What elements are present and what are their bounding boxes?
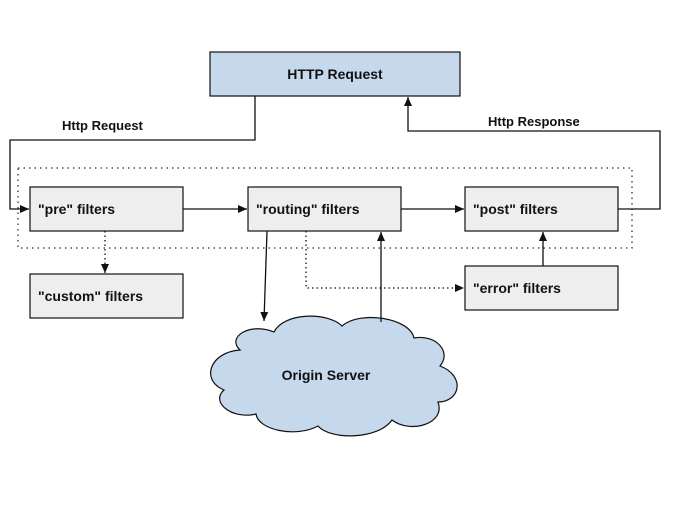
origin-server-cloud: Origin Server bbox=[210, 315, 458, 437]
pre-filters-node: "pre" filters bbox=[29, 186, 184, 232]
custom-filters-label: "custom" filters bbox=[38, 288, 143, 304]
origin-server-label: Origin Server bbox=[282, 367, 371, 383]
edge-routing-to-origin bbox=[260, 230, 269, 322]
edge-request-label: Http Request bbox=[62, 118, 144, 133]
post-filters-node: "post" filters bbox=[464, 186, 619, 232]
custom-filters-node: "custom" filters bbox=[29, 273, 184, 319]
edge-post-to-response bbox=[404, 97, 661, 210]
http-request-node: HTTP Request bbox=[209, 51, 461, 97]
routing-filters-node: "routing" filters bbox=[247, 186, 402, 232]
error-filters-node: "error" filters bbox=[464, 265, 619, 311]
edge-request-to-pre bbox=[9, 96, 256, 213]
routing-filters-label: "routing" filters bbox=[256, 201, 360, 217]
post-filters-label: "post" filters bbox=[473, 201, 558, 217]
edge-response-label: Http Response bbox=[488, 114, 580, 129]
pre-filters-label: "pre" filters bbox=[38, 201, 115, 217]
edge-routing-to-error bbox=[305, 231, 464, 292]
error-filters-label: "error" filters bbox=[473, 280, 561, 296]
filter-group-boundary bbox=[17, 167, 633, 249]
http-request-label: HTTP Request bbox=[287, 66, 383, 82]
